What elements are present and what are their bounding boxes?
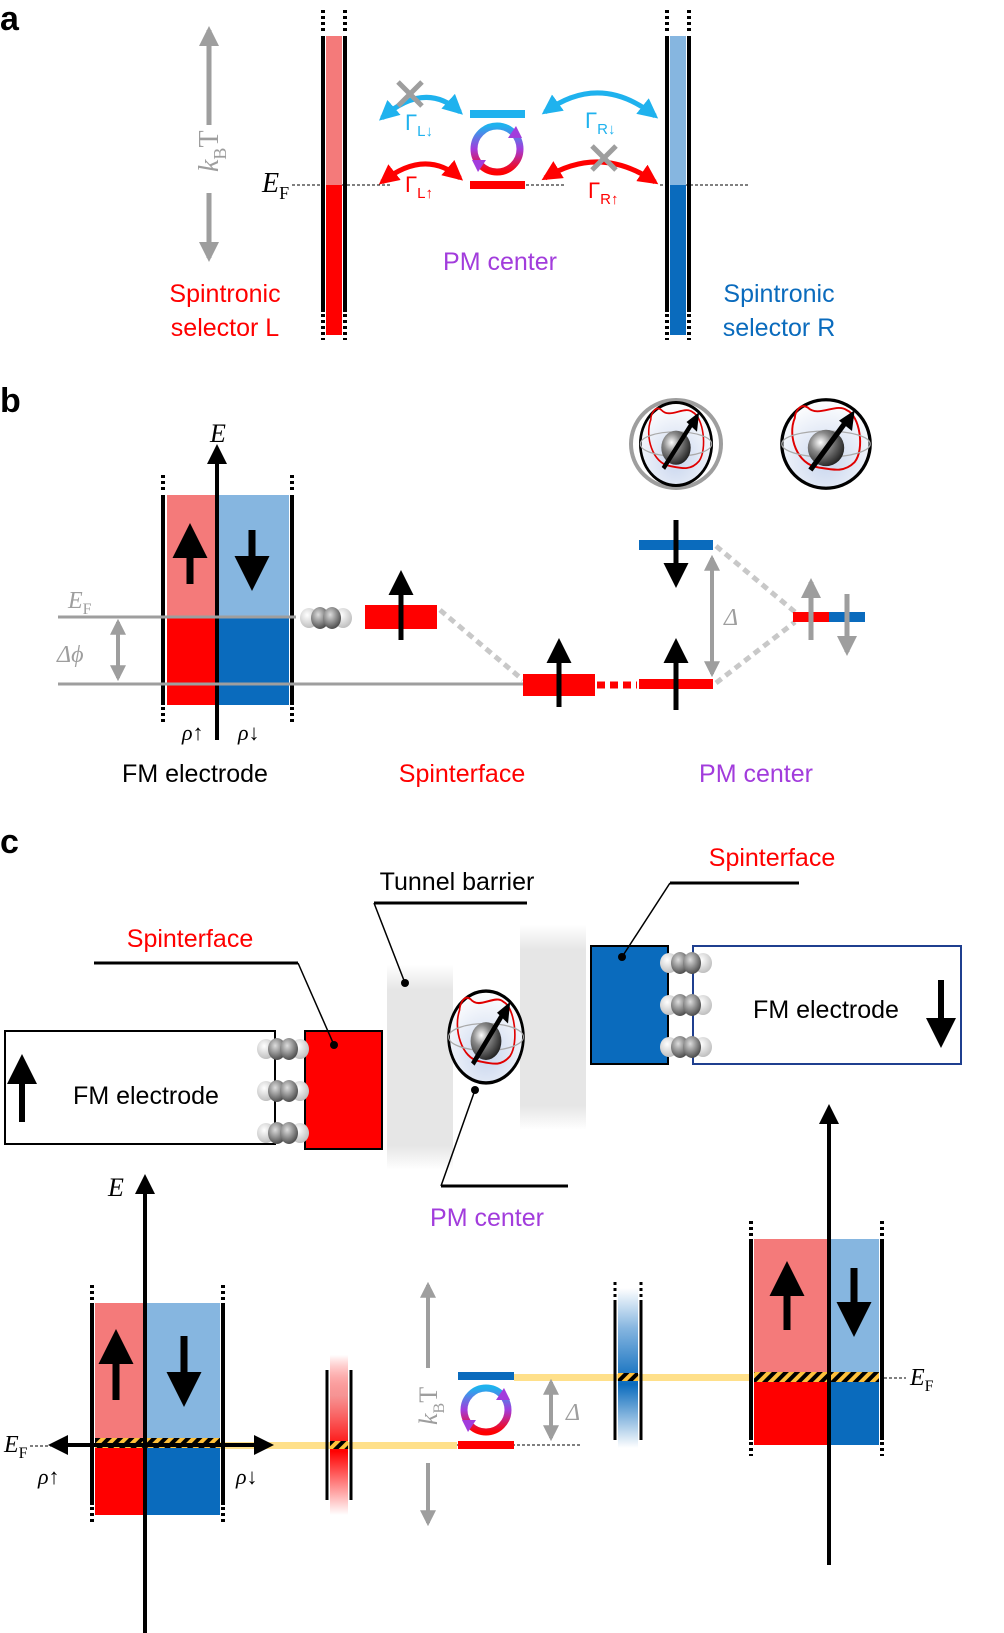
selector-r-label-line2: selector R [723,314,836,342]
kbt-label-a: kBT [194,130,230,172]
delta-label-c: Δ [565,1400,580,1426]
gamma-r-down-label: ΓR↓ [585,108,615,138]
pm-level-up-c [458,1441,514,1449]
tunnel-barrier-label: Tunnel barrier [380,868,535,896]
spinterface-label-b: Spinterface [399,760,525,788]
fm-electrode-dos-c-left [90,1285,225,1522]
pm-level-down-c [458,1372,514,1380]
fm-electrode-dos-c-right [749,1221,884,1456]
ef-label-b: EF [67,588,92,618]
tunnel-barrier-left [387,965,453,1170]
selector-r-column [665,10,691,340]
panel-b-label: b [0,382,21,420]
panel-c-label: c [0,823,19,861]
pm-level-up-a [470,181,525,189]
blocked-cross-icon-l [396,80,424,108]
selector-column-c-right [613,1282,643,1448]
pm-center-label-a: PM center [443,248,557,276]
rho-up-label-b: ρ↑ [181,720,204,745]
gamma-l-up-label: ΓL↑ [405,172,433,202]
fm-electrode-box-right [692,945,962,1065]
gamma-r-up-label: ΓR↑ [588,178,618,208]
pinned-spin-sphere-icon [629,398,723,490]
fm-electrode-label-b: FM electrode [122,760,268,788]
fm-electrode-box-left [4,1030,276,1145]
rho-up-label-c: ρ↑ [37,1464,60,1489]
spinterface-block-right [590,945,669,1065]
ef-label-a: EF [261,168,289,203]
ef-label-c-left: EF [3,1432,28,1462]
panel-a: a kBT EF [0,0,835,342]
cycle-icon-c [460,1384,512,1436]
gamma-r-down-arrow [541,90,659,119]
spinterface-label-right: Spinterface [709,844,835,872]
gamma-l-up-arrow [378,159,464,185]
gamma-l-down-arrow [379,93,463,121]
delta-phi-label: Δϕ [56,642,84,668]
selector-r-label-line1: Spintronic [723,280,834,308]
free-spin-sphere-icon [782,400,870,488]
selector-l-label-line1: Spintronic [169,280,280,308]
kbt-label-c: kBT [414,1387,448,1425]
fm-electrode-label-right: FM electrode [753,996,899,1024]
delta-label-b: Δ [723,605,738,631]
pm-center-label-c: PM center [430,1204,544,1232]
rho-down-label-c: ρ↓ [235,1464,258,1489]
panel-c: c FM electrode FM electrode Spinterface … [0,823,962,1633]
selector-column-c-left [325,1355,353,1515]
ef-label-c-right: EF [909,1365,934,1395]
gamma-l-down-label: ΓL↓ [405,110,433,140]
panel-b: b E EF Δϕ ρ↑ ρ↓ FM electrode [0,382,870,788]
spinterface-label-left: Spinterface [127,925,253,953]
cycle-icon-a [470,122,524,176]
fm-electrode-label-left: FM electrode [73,1082,219,1110]
pm-level-down-a [470,110,525,118]
blocked-cross-icon-r [590,144,618,172]
panel-a-label: a [0,0,20,38]
rho-down-label-b: ρ↓ [237,720,260,745]
pm-center-sphere-icon [449,991,524,1083]
energy-axis-label-b: E [209,419,226,448]
pm-center-label-b: PM center [699,760,813,788]
energy-axis-label-c: E [107,1173,124,1202]
selector-l-label-line2: selector L [171,314,279,342]
tunnel-barrier-right [520,925,586,1130]
selector-l-column [321,10,347,340]
molecule-icon-b [300,607,352,629]
spinterface-block-left [304,1030,383,1150]
